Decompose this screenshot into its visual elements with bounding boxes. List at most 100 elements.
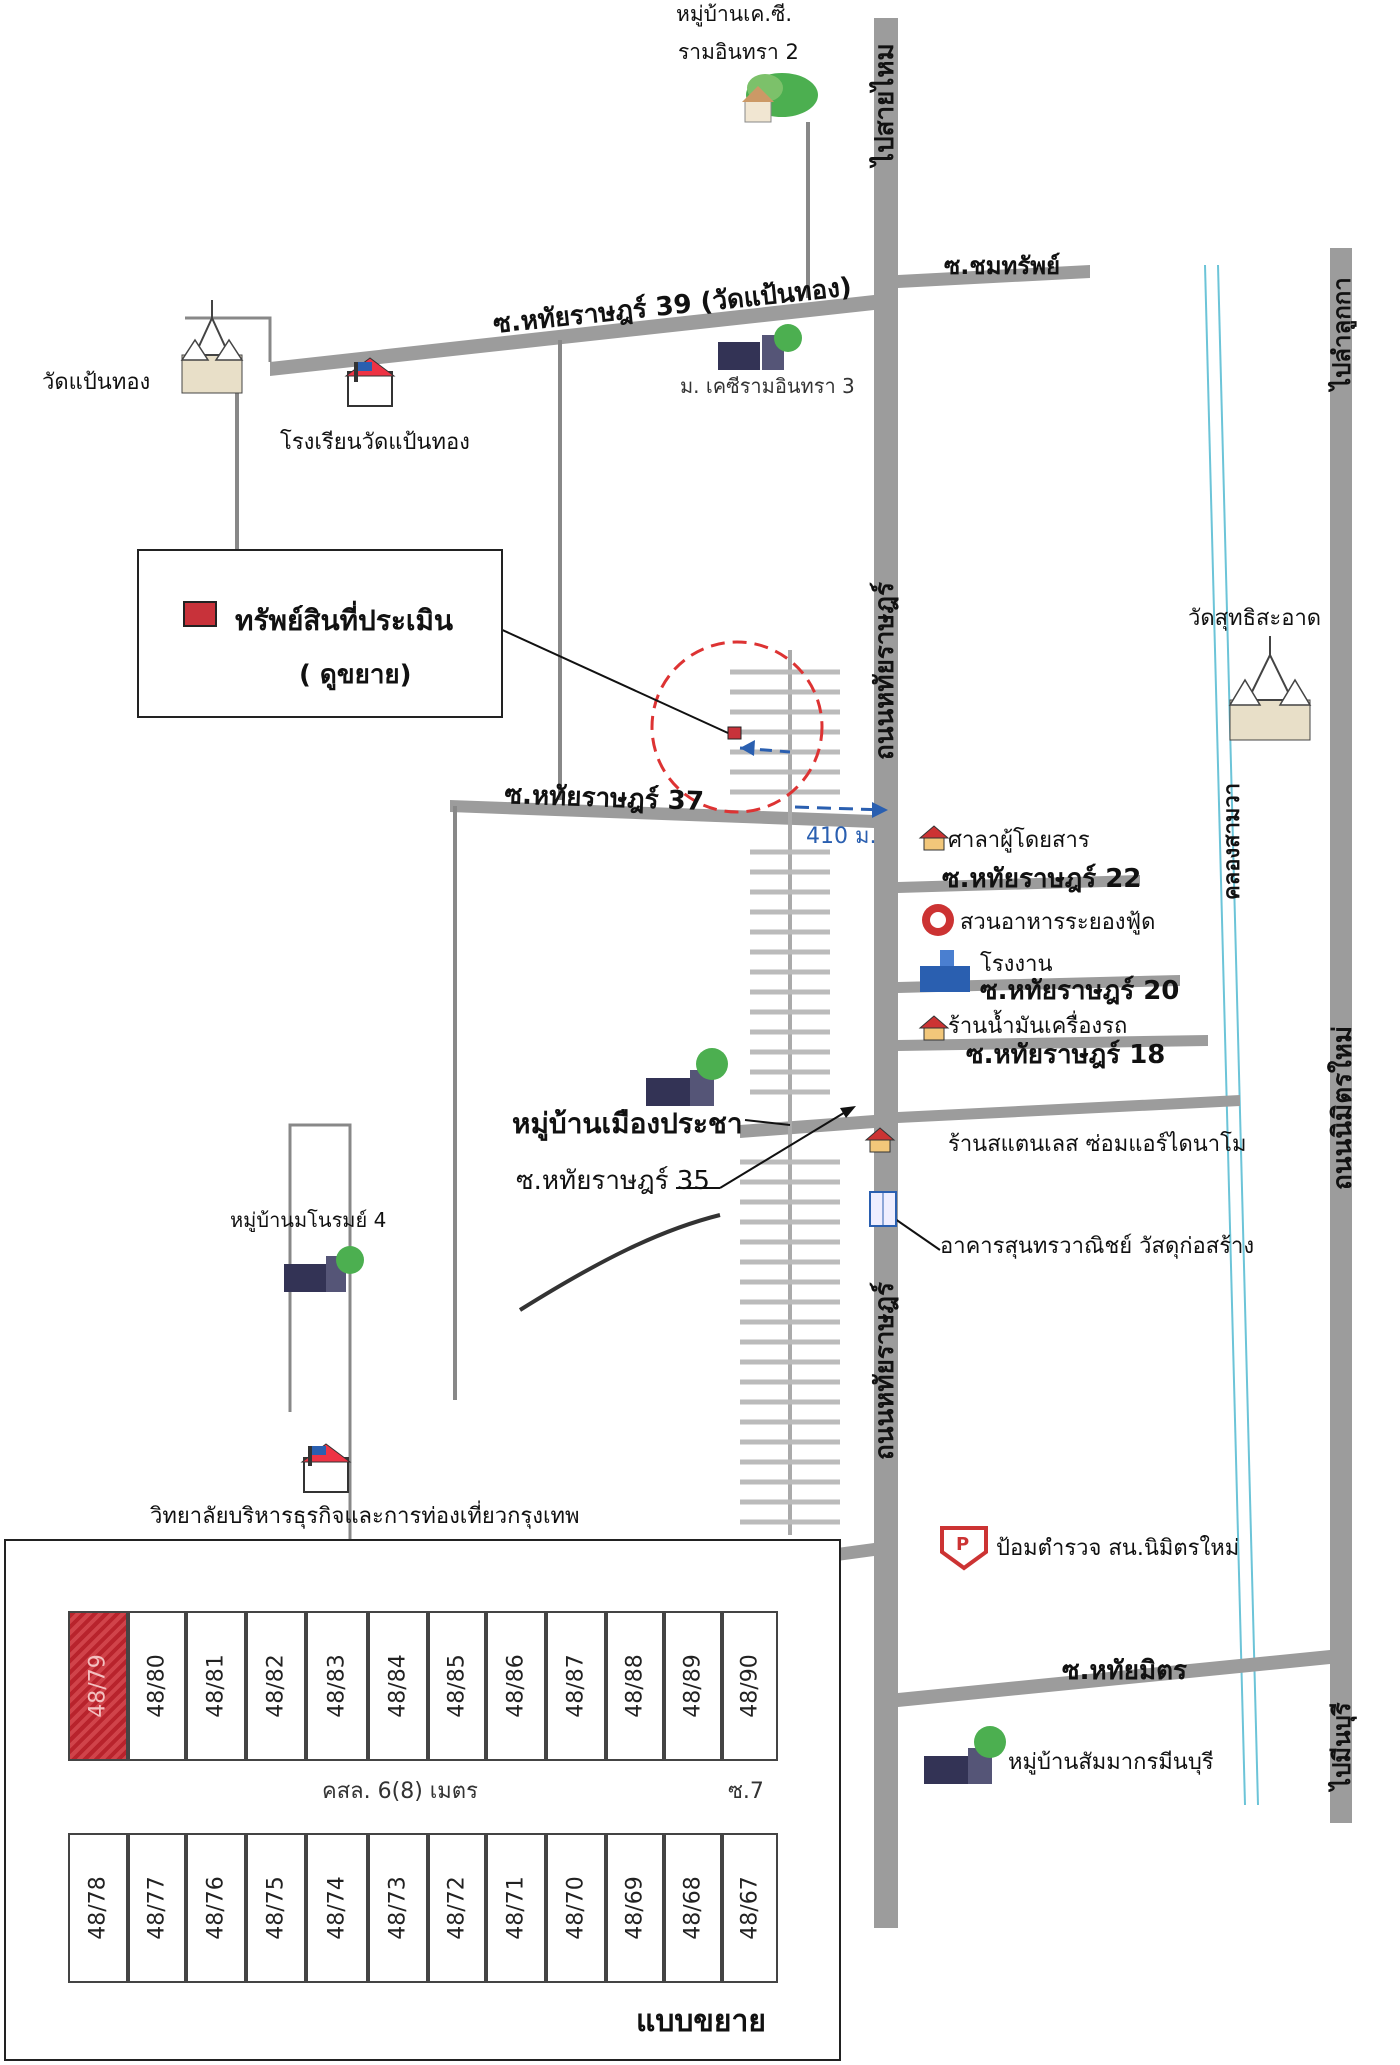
- plot-48-79: 48/79: [68, 1611, 128, 1761]
- plot-48-76: 48/76: [186, 1833, 246, 1983]
- manorom-4-label: หมู่บ้านมโนรมย์ 4: [230, 1208, 387, 1232]
- soi-37-label: ซ.หทัยราษฎร์ 37: [504, 780, 705, 817]
- plot-number: 48/88: [622, 1654, 648, 1718]
- plot-number: 48/74: [324, 1876, 350, 1940]
- plot-48-69: 48/69: [606, 1833, 664, 1983]
- factory-icon: [920, 950, 970, 992]
- stainless-shop-label: ร้านสแตนเลส ซ่อมแอร์ไดนาโม: [948, 1132, 1247, 1157]
- soi-18-label: ซ.หทัยราษฎร์ 18: [966, 1040, 1166, 1070]
- plot-number: 48/69: [622, 1876, 648, 1940]
- plot-number: 48/75: [263, 1876, 289, 1940]
- kc-village-2-label-1: หมู่บ้านเค.ซี.: [676, 2, 792, 26]
- south-road: [837, 1543, 874, 1561]
- plot-48-85: 48/85: [428, 1611, 486, 1761]
- police-box-label: ป้อมตำรวจ สน.นิมิตรใหม่: [996, 1536, 1240, 1561]
- plot-48-88: 48/88: [606, 1611, 664, 1761]
- to-min-buri-label: ไปมีนบุรี: [1328, 1702, 1356, 1790]
- plot-number: 48/81: [203, 1654, 229, 1718]
- plot-48-67: 48/67: [722, 1833, 778, 1983]
- plot-48-80: 48/80: [128, 1611, 186, 1761]
- college-icon: [300, 1443, 352, 1493]
- bus-shelter-icon: [918, 825, 950, 851]
- plot-48-77: 48/77: [128, 1833, 186, 1983]
- plot-48-90: 48/90: [722, 1611, 778, 1761]
- legend-swatch: [183, 601, 217, 627]
- police-icon: [940, 1526, 988, 1571]
- main-road: [874, 18, 898, 1928]
- soi-hathaimit-label: ซ.หทัยมิตร: [1062, 1656, 1188, 1686]
- soi-22-label: ซ.หทัยราษฎร์ 22: [942, 864, 1142, 894]
- restaurant-icon: [922, 904, 954, 936]
- wat-school-icon: [344, 357, 396, 407]
- plot-48-71: 48/71: [486, 1833, 546, 1983]
- kc-village-3-icon: [718, 324, 802, 370]
- bus-shelter-label: ศาลาผู้โดยสาร: [948, 828, 1090, 853]
- sammakorn-icon: [924, 1726, 1006, 1784]
- wat-school-label: โรงเรียนวัดแป้นทอง: [280, 430, 470, 455]
- plot-number: 48/78: [85, 1876, 111, 1940]
- police-letter: P: [956, 1534, 970, 1555]
- soi-37-road: [450, 800, 874, 828]
- soi-chomsap-road: [898, 265, 1090, 288]
- plot-number: 48/67: [737, 1876, 763, 1940]
- sammakorn-label: หมู่บ้านสัมมากรมีนบุรี: [1008, 1750, 1214, 1775]
- plot-48-89: 48/89: [664, 1611, 722, 1761]
- auto-shop-label: ร้านน้ำมันเครื่องรถ: [948, 1014, 1128, 1039]
- inset-title: แบบขยาย: [636, 2004, 766, 2039]
- auto-shop-icon: [918, 1015, 950, 1041]
- plot-number: 48/85: [444, 1654, 470, 1718]
- soi-chomsap-label: ซ.ชมทรัพย์: [944, 252, 1061, 280]
- legend-box: ทรัพย์สินที่ประเมิน ( ดูขยาย): [137, 549, 503, 718]
- distance-arrow-head-left: [740, 740, 755, 756]
- plot-number: 48/71: [503, 1876, 529, 1940]
- manorom-4-icon: [284, 1246, 364, 1292]
- plot-48-82: 48/82: [246, 1611, 306, 1761]
- college-label: วิทยาลัยบริหารธุรกิจและการท่องเที่ยวกรุง…: [150, 1504, 580, 1529]
- pen-stroke: [518, 1213, 721, 1312]
- soi-22-road: [898, 875, 1140, 893]
- soi-35-label: ซ.หทัยราษฎร์ 35: [516, 1166, 710, 1196]
- legend-label: ทรัพย์สินที่ประเมิน: [235, 604, 454, 637]
- subdivision-lanes: [730, 650, 840, 1535]
- subject-marker: [727, 726, 742, 740]
- soi35-arrow: [719, 1107, 853, 1189]
- plot-number: 48/68: [680, 1876, 706, 1940]
- soi-35-east: [898, 1095, 1240, 1123]
- wat-sutthi-icon: [1228, 636, 1312, 741]
- soi-20-label: ซ.หทัยราษฎร์ 20: [980, 976, 1180, 1006]
- soi-7-label: ซ.7: [728, 1779, 764, 1804]
- plot-number: 48/82: [263, 1654, 289, 1718]
- plot-number: 48/90: [737, 1654, 763, 1718]
- plot-48-70: 48/70: [546, 1833, 606, 1983]
- legend-sub: ( ดูขยาย): [299, 660, 412, 690]
- main-road-upper-label: ถนนหทัยราษฎร์: [870, 582, 900, 760]
- distance-arrow-head-right: [872, 802, 888, 818]
- soi-18-road: [898, 1035, 1208, 1051]
- legend-leader: [497, 627, 729, 734]
- sunthon-bldg-label: อาคารสุนทรวาณิชย์ วัสดุก่อสร้าง: [940, 1234, 1255, 1259]
- plot-48-74: 48/74: [306, 1833, 368, 1983]
- plot-48-72: 48/72: [428, 1833, 486, 1983]
- plot-48-83: 48/83: [306, 1611, 368, 1761]
- subject-circle: [650, 640, 824, 814]
- distance-arrow-long: [794, 805, 886, 812]
- kc-village-2-icon: [742, 73, 818, 123]
- distance-label: 410 ม.: [806, 824, 877, 849]
- wat-sutthi-label: วัดสุทธิสะอาด: [1188, 606, 1322, 631]
- plot-number: 48/89: [680, 1654, 706, 1718]
- plot-48-68: 48/68: [664, 1833, 722, 1983]
- mueang-pracha-icon: [646, 1048, 728, 1106]
- nimit-mai-road: [1330, 248, 1352, 1823]
- lane-label: คสล. 6(8) เมตร: [322, 1779, 478, 1804]
- soi-39-road: [270, 295, 874, 376]
- plot-number: 48/70: [563, 1876, 589, 1940]
- plot-48-81: 48/81: [186, 1611, 246, 1761]
- restaurant-label: สวนอาหารระยองฟู้ด: [960, 910, 1156, 935]
- plot-number: 48/76: [203, 1876, 229, 1940]
- to-sai-mai-label: ไปสายไหม: [870, 43, 900, 166]
- wat-road-top: [185, 316, 272, 362]
- soi35-arrow-head: [840, 1106, 856, 1118]
- factory-label: โรงงาน: [980, 952, 1053, 977]
